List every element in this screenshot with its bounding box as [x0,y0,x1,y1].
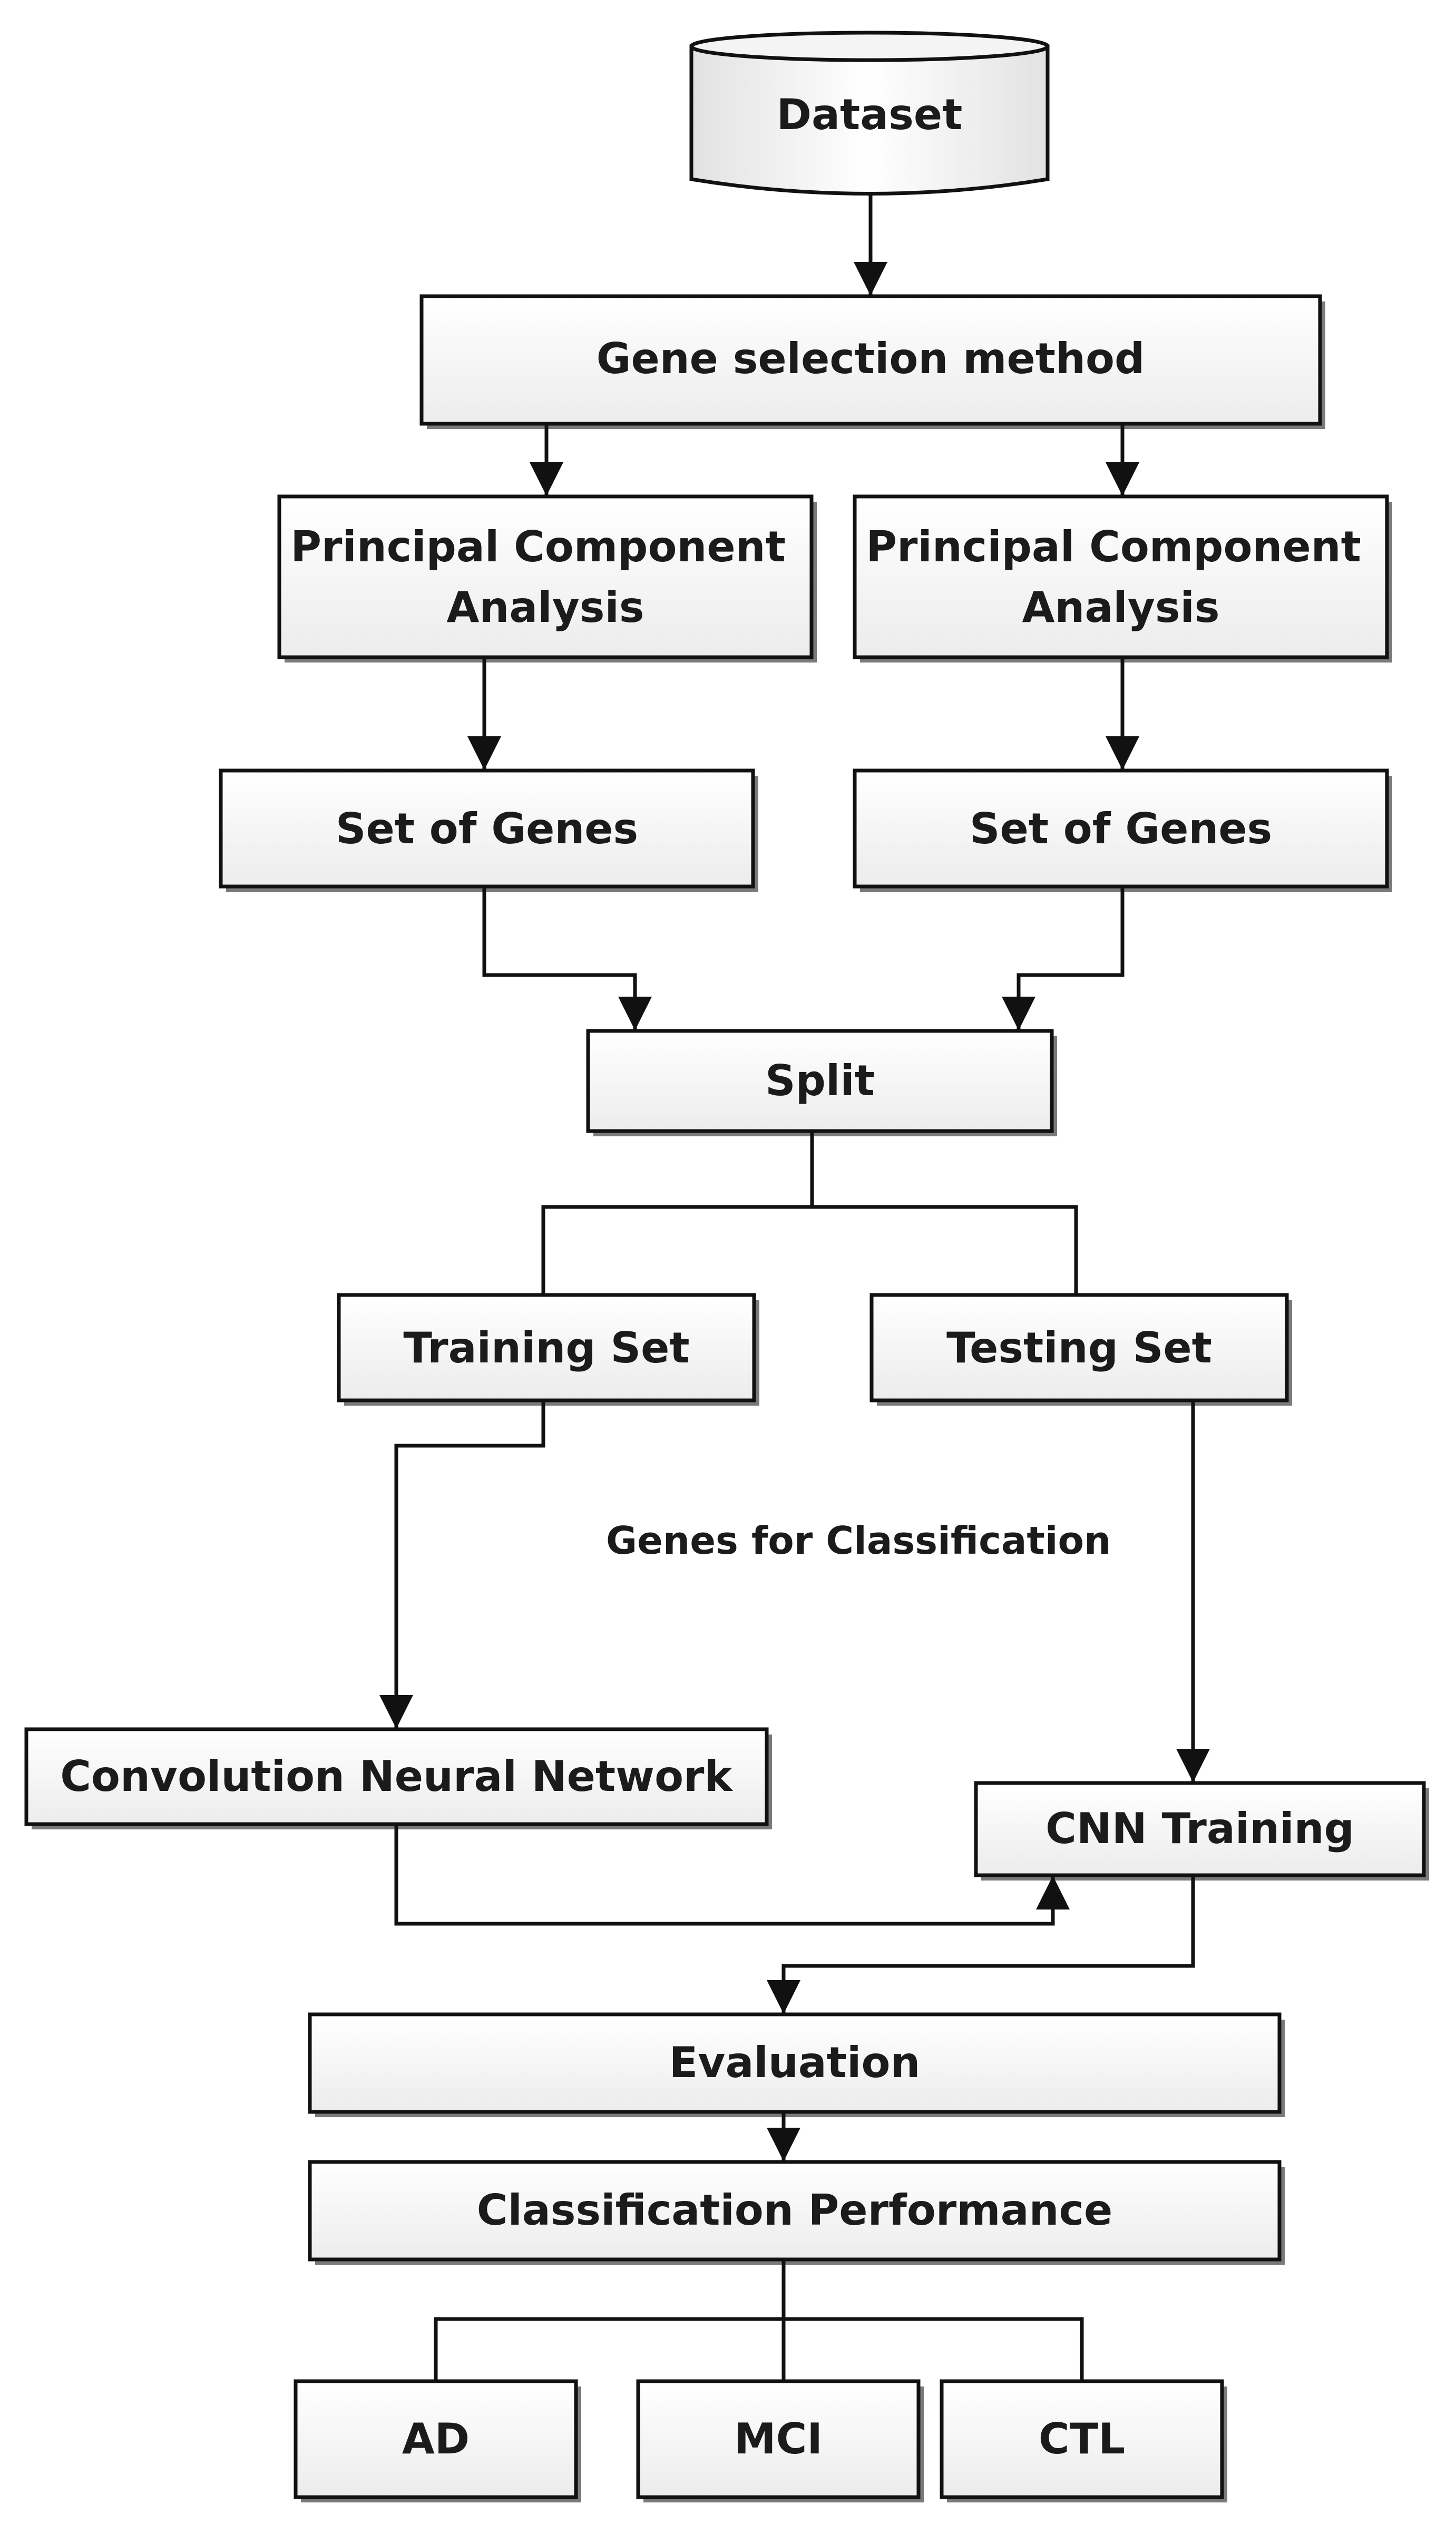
pca-left-line-2: Analysis [446,583,644,632]
pca-left-label: Principal Component Analysis [290,522,800,632]
genes-left-node: Set of Genes [219,768,758,892]
split-label: Split [765,1056,875,1105]
testing-set-node: Testing Set [869,1293,1292,1406]
arrow-genes-left-to-split [482,886,652,1030]
pca-right-line-1: Principal Component [866,522,1361,571]
dataset-node: Dataset [689,31,1050,196]
arrow-genes-right-to-split [1002,886,1125,1030]
genes-right-label: Set of Genes [970,804,1272,853]
mci-label: MCI [734,2414,823,2463]
pca-right-line-2: Analysis [1022,583,1219,632]
ad-node: AD [294,2379,581,2502]
pca-right-node: Principal Component Analysis [853,494,1392,663]
training-set-label: Training Set [403,1323,689,1372]
pca-right-label: Principal Component Analysis [866,522,1375,632]
cnn-label: Convolution Neural Network [60,1752,733,1801]
line-split-branch [541,1205,1078,1295]
split-node: Split [586,1029,1057,1136]
classification-performance-label: Classification Performance [477,2186,1112,2235]
ad-label: AD [402,2414,470,2463]
pca-left-node: Principal Component Analysis [277,494,817,663]
evaluation-label: Evaluation [669,2038,921,2087]
ctl-node: CTL [940,2379,1227,2502]
mci-node: MCI [636,2379,924,2502]
classification-performance-node: Classification Performance [308,2160,1285,2265]
cnn-training-label: CNN Training [1045,1804,1354,1853]
testing-set-label: Testing Set [946,1323,1212,1372]
connectors [379,193,1210,2381]
cnn-node: Convolution Neural Network [24,1727,772,1829]
cnn-training-node: CNN Training [974,1781,1429,1881]
arrow-cnn-training-to-evaluation [767,1875,1195,2014]
arrow-cnn-to-cnn-training [394,1824,1070,1926]
line-classes-branch [434,2317,1084,2381]
evaluation-node: Evaluation [308,2012,1285,2117]
arrow-training-set-to-cnn [379,1400,545,1729]
dataset-label: Dataset [777,90,963,139]
genes-left-label: Set of Genes [336,804,638,853]
training-set-node: Training Set [337,1293,759,1406]
genes-right-node: Set of Genes [853,768,1392,892]
gene-selection-label: Gene selection method [597,334,1145,383]
genes-for-classification-annotation: Genes for Classification [606,1518,1111,1563]
ctl-label: CTL [1039,2414,1125,2463]
pca-left-line-1: Principal Component [290,522,786,571]
gene-selection-node: Gene selection method [419,294,1325,429]
